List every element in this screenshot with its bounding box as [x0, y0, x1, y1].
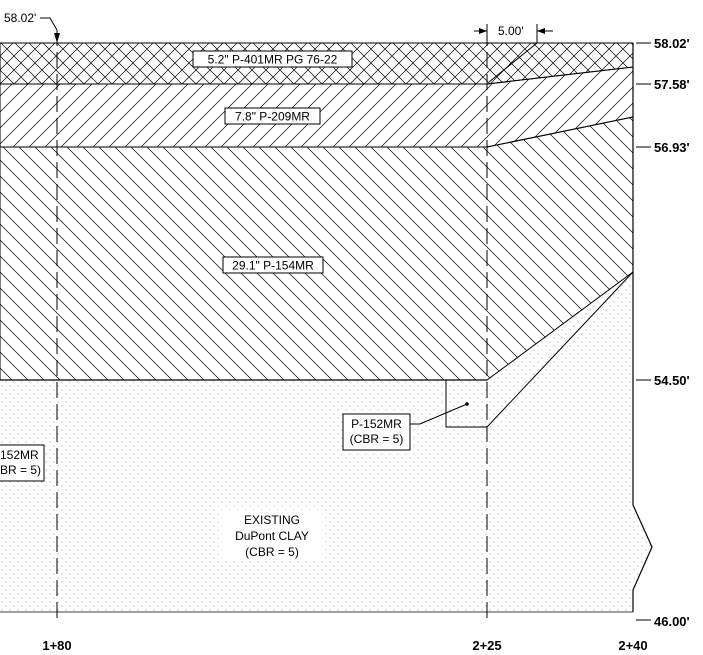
p152-label-box — [342, 413, 411, 451]
p152-left-line1: 152MR — [0, 448, 39, 462]
dim-arrow-left — [479, 28, 487, 34]
subbase-label-box — [222, 256, 324, 274]
dim-diagonal — [488, 42, 538, 83]
subbase-layer — [0, 116, 634, 381]
existing-label-bg — [222, 510, 322, 560]
top-callout-leader — [40, 17, 58, 31]
elev-label-58-02: 58.02' — [654, 36, 690, 51]
surface-course-label: 5.2" P-401MR PG 76-22 — [208, 53, 338, 67]
elev-label-56-93: 56.93' — [654, 140, 690, 155]
p152-leader — [410, 403, 468, 425]
top-elev-callout: 58.02' — [4, 11, 36, 25]
elev-label-57-58: 57.58' — [654, 77, 690, 92]
subbase-label: 29.1" P-154MR — [232, 259, 314, 273]
base-label-box — [224, 107, 321, 125]
p152-left-line2: BR = 5) — [0, 463, 41, 477]
surface-label-box — [192, 50, 353, 68]
top-callout-arrow — [54, 33, 60, 43]
p152-wedge-outline — [445, 271, 634, 428]
dimension-label: 5.00' — [498, 24, 524, 38]
base-course-label: 7.8" P-209MR — [235, 110, 310, 124]
existing-label-line3: (CBR = 5) — [245, 545, 299, 559]
p152-left-label-box — [0, 444, 45, 482]
p152-leader-dot — [465, 402, 469, 406]
p152-label-line1: P-152MR — [351, 417, 402, 431]
elev-label-54-50: 54.50' — [654, 373, 690, 388]
existing-label-line2: DuPont CLAY — [235, 529, 309, 543]
existing-label-line1: EXISTING — [244, 513, 300, 527]
p152-label-line2: (CBR = 5) — [350, 432, 404, 446]
station-label-2-40: 2+40 — [618, 638, 647, 653]
existing-clay-region — [0, 272, 652, 612]
station-label-1-80: 1+80 — [42, 638, 71, 653]
station-label-2-25: 2+25 — [472, 638, 501, 653]
right-boundary-break — [632, 43, 653, 612]
elev-label-46-00: 46.00' — [654, 614, 690, 629]
